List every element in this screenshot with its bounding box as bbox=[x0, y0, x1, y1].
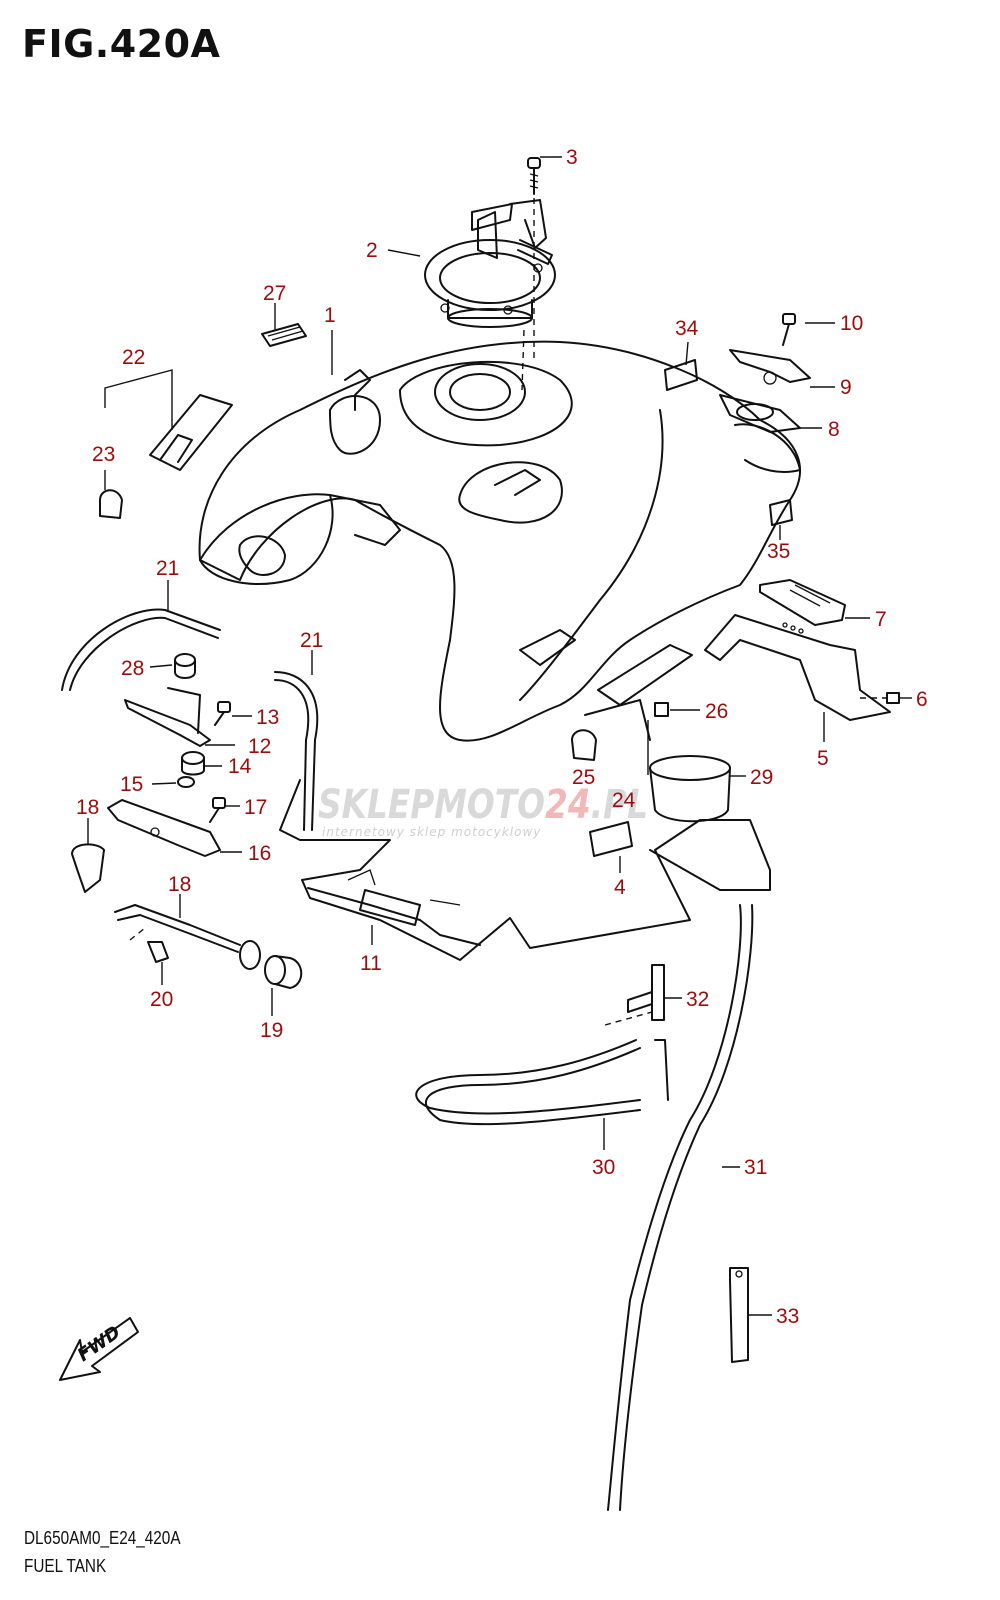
callout-18-bottom: 18 bbox=[168, 873, 191, 896]
part-13-bolt bbox=[214, 701, 231, 726]
callout-13: 13 bbox=[256, 706, 279, 729]
part-30-hose bbox=[415, 1039, 641, 1126]
callout-26: 26 bbox=[705, 700, 728, 723]
part-17-bolt bbox=[209, 797, 226, 823]
part-18-clip bbox=[71, 843, 105, 893]
part-1-fuel-tank bbox=[198, 340, 801, 742]
part-25-cap bbox=[571, 729, 597, 761]
part-4-pad bbox=[589, 821, 633, 857]
part-11-seal bbox=[279, 779, 771, 961]
callout-19: 19 bbox=[260, 1019, 283, 1042]
watermark-brand-prefix: SKLEPMOTO bbox=[318, 782, 545, 828]
part-15-washer bbox=[177, 776, 195, 788]
part-18-hose bbox=[114, 904, 261, 970]
part-33-clamp bbox=[729, 1267, 749, 1363]
callout-27: 27 bbox=[263, 282, 286, 305]
part-29-band bbox=[649, 755, 731, 823]
part-21-hose-b bbox=[274, 671, 319, 831]
callout-18-left: 18 bbox=[76, 796, 99, 819]
part-23-cap bbox=[99, 489, 123, 519]
callout-22: 22 bbox=[122, 346, 145, 369]
part-14-collar bbox=[181, 751, 205, 776]
callout-9: 9 bbox=[840, 376, 852, 399]
figure-code: DL650AM0_E24_420A bbox=[24, 1528, 181, 1548]
part-6-bolt bbox=[886, 692, 900, 704]
callout-7: 7 bbox=[875, 608, 887, 631]
callout-10: 10 bbox=[840, 312, 863, 335]
part-35-pad bbox=[769, 499, 793, 526]
watermark-tagline: internetowy sklep motocyklowy bbox=[322, 825, 541, 839]
callout-14: 14 bbox=[228, 755, 252, 778]
callout-6: 6 bbox=[916, 688, 928, 711]
callout-20: 20 bbox=[150, 988, 173, 1011]
figure-title: FIG.420A bbox=[22, 22, 221, 66]
part-31-hose bbox=[607, 904, 754, 1511]
callout-25: 25 bbox=[572, 766, 595, 789]
callout-30: 30 bbox=[592, 1156, 615, 1179]
callout-2: 2 bbox=[366, 239, 378, 262]
callout-16: 16 bbox=[248, 842, 271, 865]
callout-4: 4 bbox=[614, 876, 626, 899]
part-26-bolt bbox=[654, 702, 669, 717]
part-24-bracket bbox=[584, 644, 693, 741]
part-22-bracket bbox=[149, 394, 233, 471]
callout-32: 32 bbox=[686, 988, 709, 1011]
part-21-hose-a bbox=[61, 608, 221, 691]
callout-5: 5 bbox=[817, 747, 829, 770]
figure-name: FUEL TANK bbox=[24, 1556, 107, 1576]
part-12-bracket bbox=[124, 687, 211, 747]
callout-12: 12 bbox=[248, 735, 271, 758]
fwd-arrow-icon: FWD bbox=[59, 1317, 139, 1381]
part-7-cushion bbox=[759, 579, 846, 626]
callout-24: 24 bbox=[612, 789, 636, 812]
callout-3: 3 bbox=[566, 146, 578, 169]
part-28-grommet bbox=[174, 653, 196, 679]
watermark-brand-accent: 24 bbox=[545, 782, 591, 828]
part-10-bolt bbox=[782, 313, 796, 346]
watermark-brand-suffix: .PL bbox=[591, 782, 648, 828]
callout-labels: 3 2 27 1 22 23 34 10 9 8 35 21 21 7 28 1… bbox=[76, 146, 928, 1328]
callout-8: 8 bbox=[828, 418, 840, 441]
callout-34: 34 bbox=[675, 317, 699, 340]
leader-lines bbox=[87, 156, 912, 1316]
part-2-fuel-cap bbox=[424, 199, 556, 328]
callout-35: 35 bbox=[767, 540, 790, 563]
part-19-grommet bbox=[264, 955, 303, 989]
callout-15: 15 bbox=[120, 773, 143, 796]
svg-text:SKLEPMOTO24.PL: SKLEPMOTO24.PL bbox=[318, 782, 648, 828]
part-8-gasket bbox=[719, 394, 801, 433]
watermark: SKLEPMOTO24.PL internetowy sklep motocyk… bbox=[318, 782, 648, 839]
callout-17: 17 bbox=[244, 796, 267, 819]
part-16-plate bbox=[107, 799, 221, 857]
callout-1: 1 bbox=[324, 304, 336, 327]
callout-33: 33 bbox=[776, 1305, 799, 1328]
callout-21-center: 21 bbox=[300, 629, 323, 652]
fwd-label: FWD bbox=[74, 1322, 125, 1366]
callout-29: 29 bbox=[750, 766, 773, 789]
part-3-screw bbox=[527, 157, 541, 195]
part-5-bracket bbox=[704, 614, 891, 721]
part-34-pad bbox=[664, 359, 698, 391]
callout-21-left: 21 bbox=[156, 557, 179, 580]
part-20-bolt bbox=[147, 941, 169, 963]
part-27-pad bbox=[261, 323, 307, 347]
callout-31: 31 bbox=[744, 1156, 767, 1179]
callout-11: 11 bbox=[360, 952, 382, 975]
callout-28: 28 bbox=[121, 657, 144, 680]
callout-23: 23 bbox=[92, 443, 115, 466]
part-32-joint bbox=[627, 964, 665, 1021]
part-9-plate bbox=[729, 349, 811, 385]
